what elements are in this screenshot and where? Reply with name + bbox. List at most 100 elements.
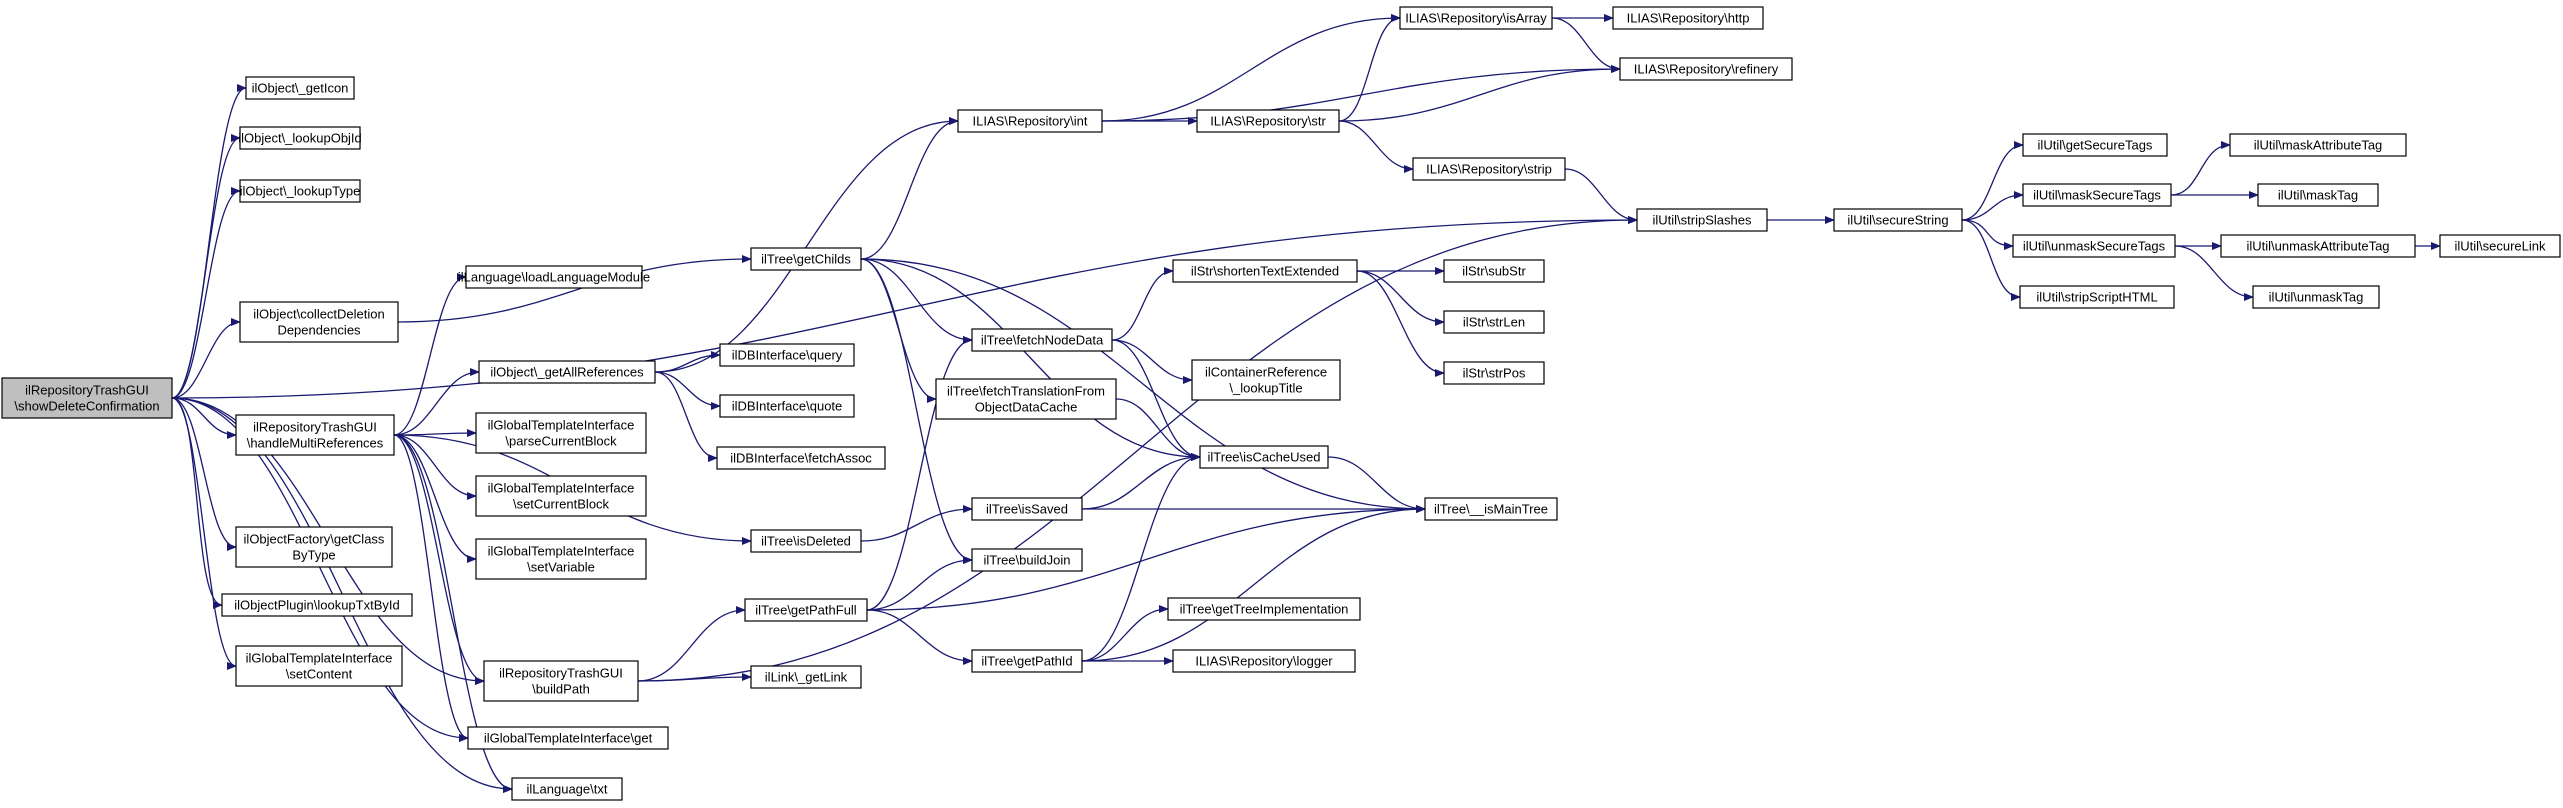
node-box [1424,497,1558,521]
node-securelink[interactable]: ilUtil\secureLink [2439,234,2561,258]
node-label: ilObject\_getIcon [252,81,349,96]
node-getsecuretags[interactable]: ilUtil\getSecureTags [2022,133,2168,157]
node-label: ilUtil\getSecureTags [2038,138,2153,153]
node-masktag[interactable]: ilUtil\maskTag [2257,183,2379,207]
node-box [971,328,1113,352]
edge-handlemulti-to-loadlang [393,273,467,436]
node-isdeleted[interactable]: ilTree\isDeleted [750,529,862,553]
node-repologger[interactable]: ILIAS\Repository\logger [1172,649,1356,673]
node-stripslashes[interactable]: ilUtil\stripSlashes [1636,208,1768,232]
node-box [2252,285,2380,309]
node-repoisarray[interactable]: ILIAS\Repository\isArray [1399,6,1553,30]
node-lookuptype[interactable]: ilObject\_lookupType [239,179,361,203]
edge-shortentext-to-strlen [1356,270,1445,326]
node-unmasktag[interactable]: ilUtil\unmaskTag [2252,285,2380,309]
node-shortentext[interactable]: ilStr\shortenTextExtended [1172,259,1358,283]
node-fetchtrans[interactable]: ilTree\fetchTranslationFromObjectDataCac… [935,378,1117,420]
edge-isdeleted-to-issaved [860,505,973,542]
node-setblock[interactable]: ilGlobalTemplateInterface\setCurrentBloc… [475,475,647,517]
node-box [716,446,886,470]
node-gtisetcontent[interactable]: ilGlobalTemplateInterface\setContent [235,645,403,687]
node-box [483,660,639,702]
node-label: ILIAS\Repository\isArray [1405,11,1547,26]
node-box [1833,208,1963,232]
node-getpathfull[interactable]: ilTree\getPathFull [744,598,868,622]
node-containerref[interactable]: ilContainerReference\_lookupTitle [1191,359,1341,401]
node-getlink[interactable]: ilLink\_getLink [750,665,862,689]
node-strpos[interactable]: ilStr\strPos [1443,361,1545,385]
node-root[interactable]: ilRepositoryTrashGUI\showDeleteConfirmat… [1,377,173,419]
node-handlemulti[interactable]: ilRepositoryTrashGUI\handleMultiReferenc… [235,414,395,456]
node-strlen[interactable]: ilStr\strLen [1443,310,1545,334]
node-label: ilTree\__isMainTree [1434,502,1548,517]
node-repostrip[interactable]: ILIAS\Repository\strip [1412,157,1566,181]
node-label: ilLanguage\txt [527,782,608,797]
node-label: ILIAS\Repository\strip [1426,162,1552,177]
node-langtxt[interactable]: ilLanguage\txt [511,777,623,801]
node-repostr[interactable]: ILIAS\Repository\str [1196,109,1340,133]
node-parseblock[interactable]: ilGlobalTemplateInterface\parseCurrentBl… [475,412,647,454]
node-setvar[interactable]: ilGlobalTemplateInterface\setVariable [475,538,647,580]
node-dbquery[interactable]: ilDBInterface\query [719,343,855,367]
node-lookupobjid[interactable]: ilObject\_lookupObjId [238,126,362,150]
node-ismaintree[interactable]: ilTree\__isMainTree [1424,497,1558,521]
node-box [465,265,643,289]
node-getchilds[interactable]: ilTree\getChilds [750,247,862,271]
edge-handlemulti-to-gtiget [393,434,469,742]
node-repoint[interactable]: ILIAS\Repository\int [957,109,1103,133]
node-iscacheused[interactable]: ilTree\isCacheUsed [1199,445,1329,469]
node-box [719,343,855,367]
node-stripscript[interactable]: ilUtil\stripScriptHTML [2019,285,2175,309]
node-securestring[interactable]: ilUtil\secureString [1833,208,1963,232]
node-unmasksecuretags[interactable]: ilUtil\unmaskSecureTags [2012,234,2176,258]
edge-root-to-collectdel [171,318,241,399]
node-box [750,529,862,553]
node-plugin[interactable]: ilObjectPlugin\lookupTxtById [221,593,413,617]
node-repohttp[interactable]: ILIAS\Repository\http [1612,6,1764,30]
node-box [750,665,862,689]
node-fetchnode[interactable]: ilTree\fetchNodeData [971,328,1113,352]
node-issaved[interactable]: ilTree\isSaved [971,497,1083,521]
edge-getchilds-to-repoint [860,117,959,260]
node-dbfetch[interactable]: ilDBInterface\fetchAssoc [716,446,886,470]
node-getpathid[interactable]: ilTree\getPathId [971,649,1083,673]
node-dbquote[interactable]: ilDBInterface\quote [719,394,855,418]
node-loadlang[interactable]: ilLanguage\loadLanguageModule [458,265,650,289]
node-reporefinery[interactable]: ILIAS\Repository\refinery [1619,57,1793,81]
node-box [2257,183,2379,207]
node-geticon[interactable]: ilObject\_getIcon [245,76,355,100]
node-label: ilTree\getPathId [981,654,1072,669]
node-label: ILIAS\Repository\refinery [1634,62,1779,77]
node-box [1,377,173,419]
edges-layer [171,14,2441,793]
edge-iscacheused-to-ismaintree [1327,456,1426,513]
node-box [511,777,623,801]
node-label: ilUtil\secureString [1847,213,1948,228]
node-label: ilGlobalTemplateInterface [488,418,635,433]
node-gettreeimpl[interactable]: ilTree\getTreeImplementation [1167,597,1361,621]
edge-securestring-to-unmasksecuretags [1961,219,2014,250]
node-buildjoin[interactable]: ilTree\buildJoin [971,548,1083,572]
node-box [478,360,656,384]
edge-root-to-lookuptype [171,187,241,399]
edge-root-to-plugin [171,397,223,609]
edge-unmasksecuretags-to-unmasktag [2174,245,2254,301]
edge-buildpath-to-getpathfull [637,606,746,682]
node-maskattr[interactable]: ilUtil\maskAttributeTag [2229,133,2407,157]
edge-getallrefs-to-dbfetch [654,371,718,462]
edge-repostr-to-repoisarray [1338,14,1401,122]
node-substr[interactable]: ilStr\subStr [1443,259,1545,283]
node-getallrefs[interactable]: ilObject\_getAllReferences [478,360,656,384]
node-unmaskattr[interactable]: ilUtil\unmaskAttributeTag [2220,234,2416,258]
edge-getpathid-to-gettreeimpl [1081,605,1169,662]
node-label: \buildPath [532,682,590,697]
node-masksecuretags[interactable]: ilUtil\maskSecureTags [2022,183,2172,207]
node-gtiget[interactable]: ilGlobalTemplateInterface\get [467,726,669,750]
node-buildpath[interactable]: ilRepositoryTrashGUI\buildPath [483,660,639,702]
edge-securestring-to-stripscript [1961,219,2021,301]
edge-root-to-geticon [171,84,247,399]
node-box [1167,597,1361,621]
